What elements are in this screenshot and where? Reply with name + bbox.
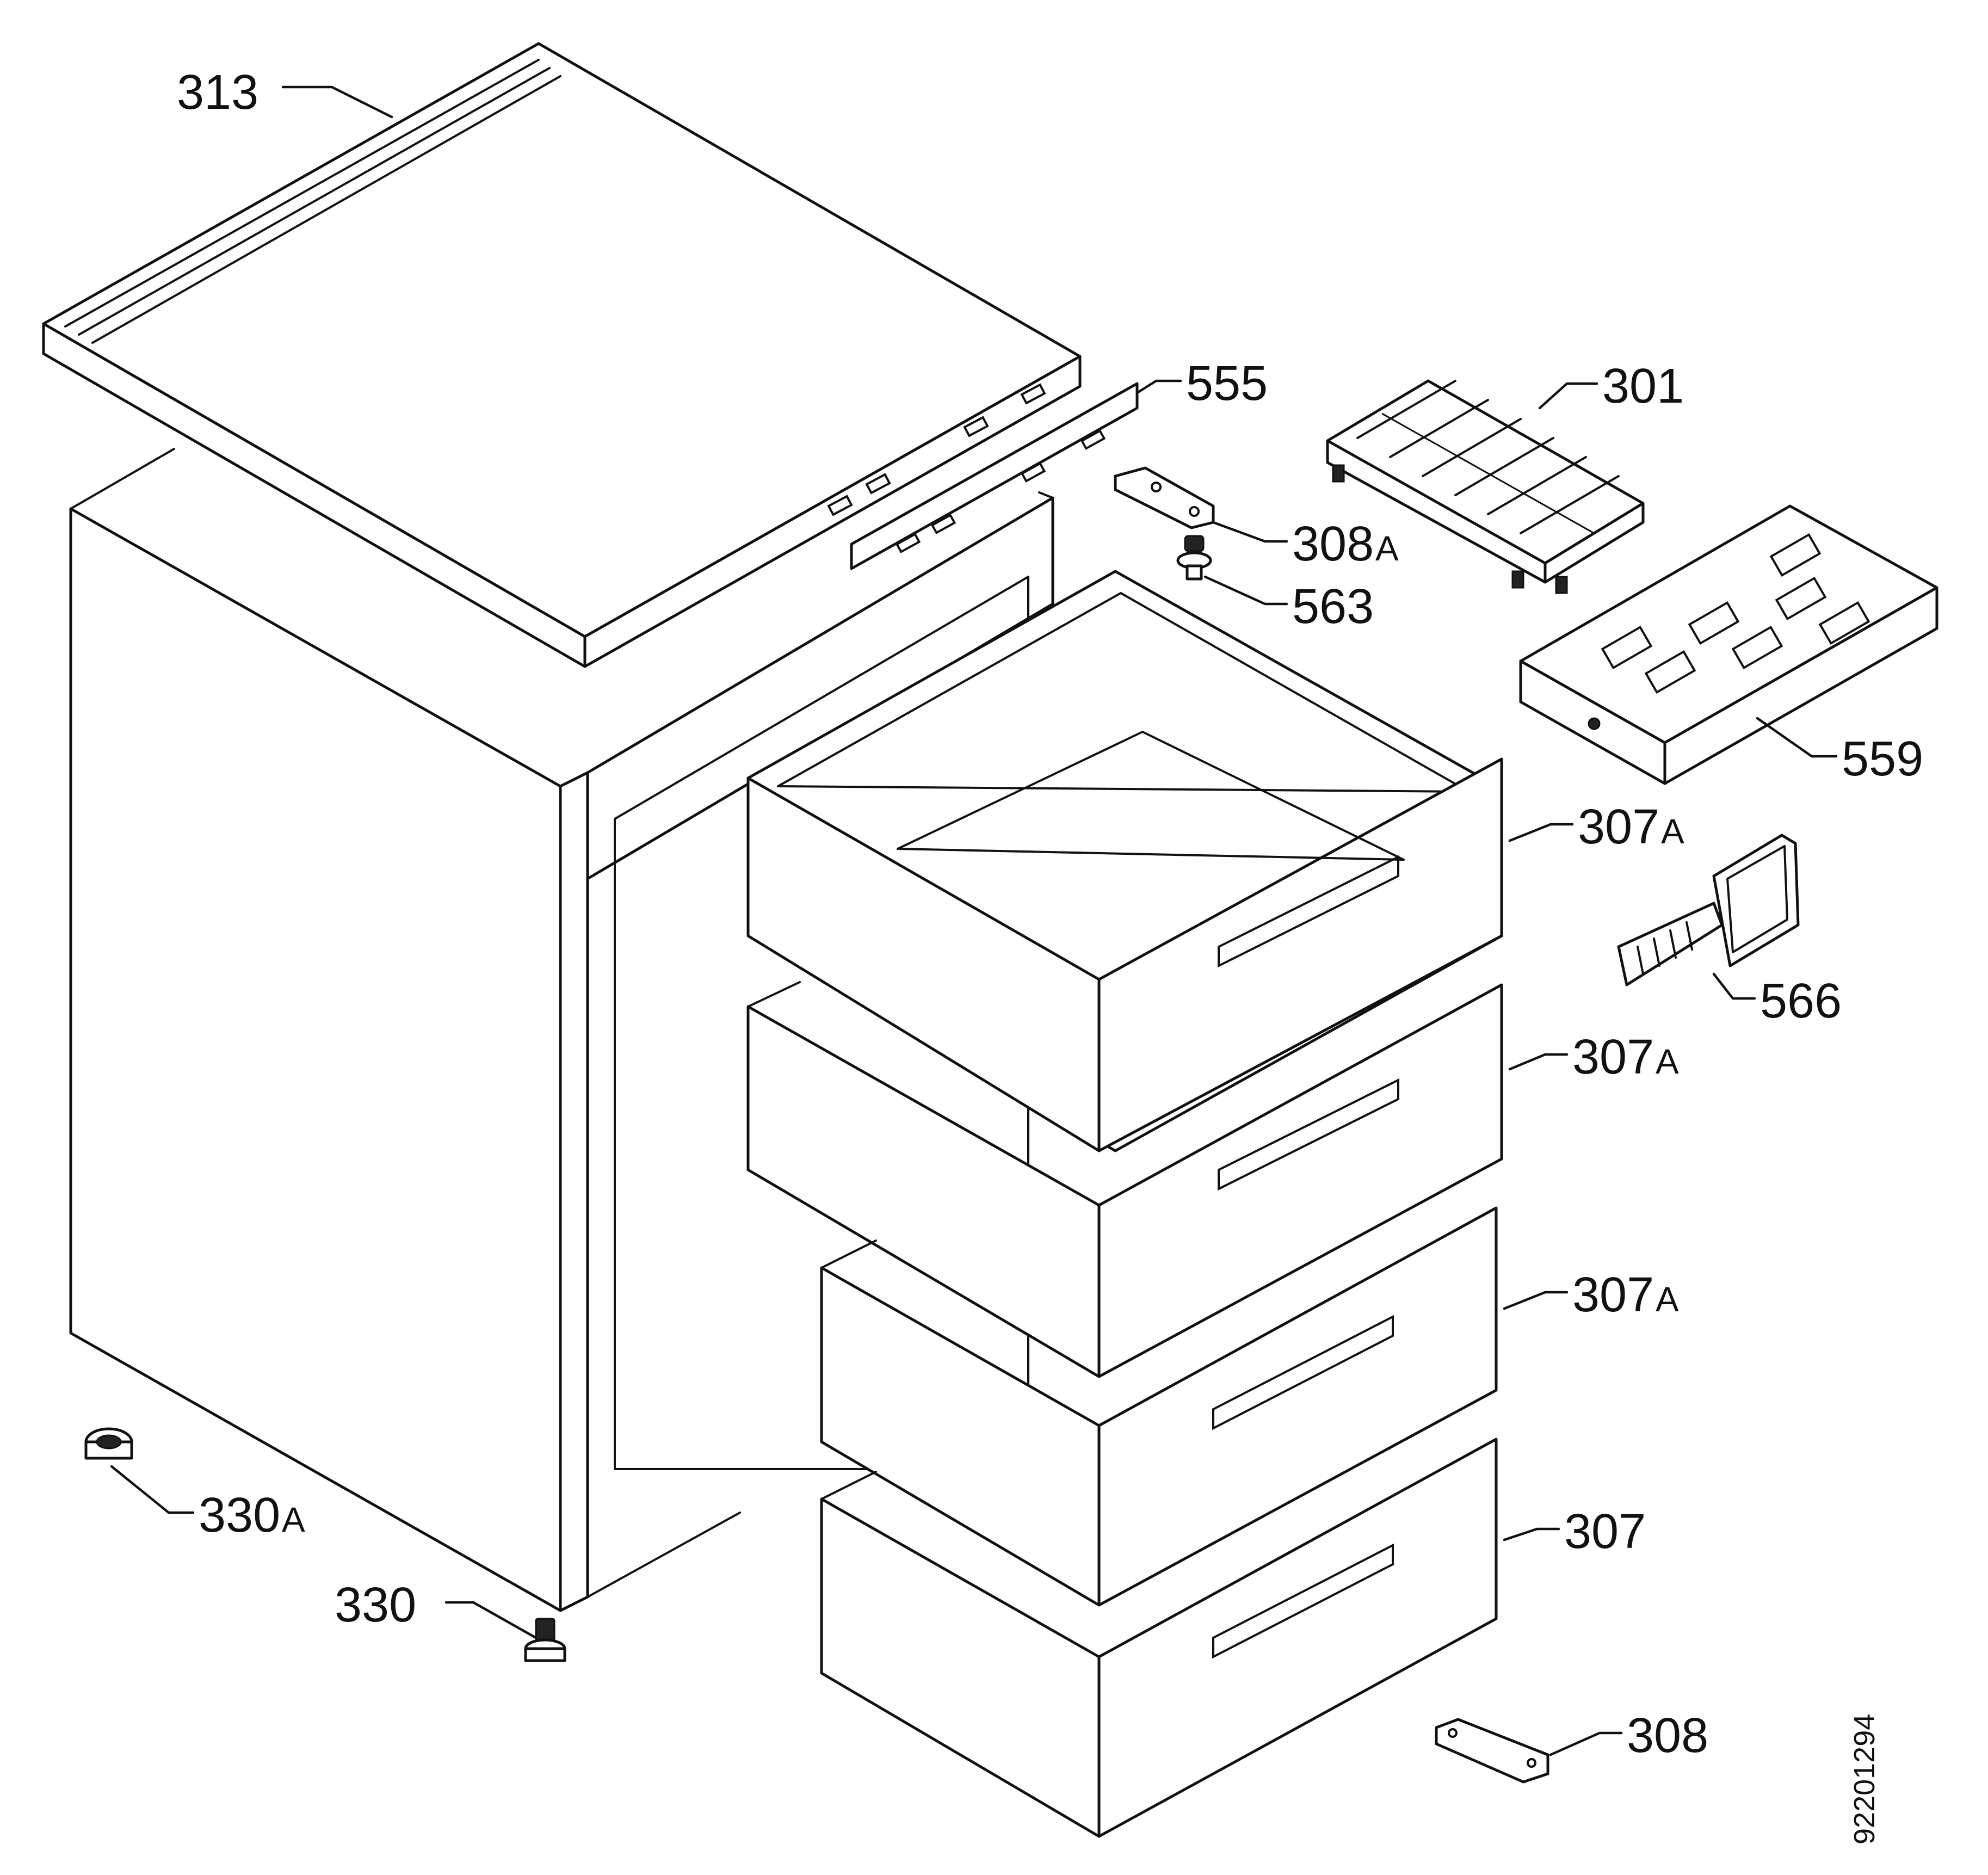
hinge-308	[1435, 1718, 1549, 1784]
callout-313: 313	[177, 65, 258, 120]
rail-555	[850, 382, 1139, 570]
drawer-307-bottom	[820, 1438, 1498, 1838]
screw-330	[524, 1618, 566, 1662]
callout-307a-2: 307	[1572, 1030, 1654, 1084]
callout-555: 555	[1186, 356, 1268, 411]
leader-lines	[110, 85, 1838, 1756]
ice-tray-301	[1326, 379, 1645, 594]
callout-330a: 330	[199, 1488, 280, 1543]
drawer-307a-second	[746, 981, 1503, 1378]
callout-307a-3: 307	[1572, 1268, 1654, 1322]
callout-559: 559	[1842, 732, 1923, 786]
foot-330a	[84, 1427, 133, 1460]
callout-307a-1: 307	[1578, 800, 1659, 854]
callout-labels: 313 555 301 308 A 563 559 307 A 566 307 …	[177, 65, 1923, 1845]
callout-307: 307	[1564, 1504, 1646, 1559]
callout-330a-suffix: A	[282, 1500, 305, 1539]
cabinet-body	[69, 448, 1054, 1612]
cold-pack-559	[1519, 504, 1938, 785]
drawer-307a-third	[820, 1206, 1498, 1607]
worktop-313	[42, 42, 1082, 668]
scraper-566	[1617, 834, 1800, 986]
callout-308a: 308	[1292, 517, 1374, 571]
callout-308: 308	[1627, 1709, 1708, 1763]
hinge-308a	[1114, 466, 1215, 529]
callout-566: 566	[1760, 974, 1842, 1028]
callout-308a-suffix: A	[1375, 529, 1399, 568]
callout-307a-3-suffix: A	[1656, 1280, 1679, 1319]
callout-563: 563	[1292, 579, 1374, 634]
screw-563	[1176, 535, 1212, 581]
drawer-307a-top	[746, 570, 1503, 1152]
callout-307a-1-suffix: A	[1661, 812, 1684, 851]
document-number: 92201294	[1848, 1714, 1881, 1845]
callout-330: 330	[335, 1578, 416, 1632]
callout-301: 301	[1602, 359, 1684, 414]
callout-307a-2-suffix: A	[1656, 1042, 1679, 1081]
